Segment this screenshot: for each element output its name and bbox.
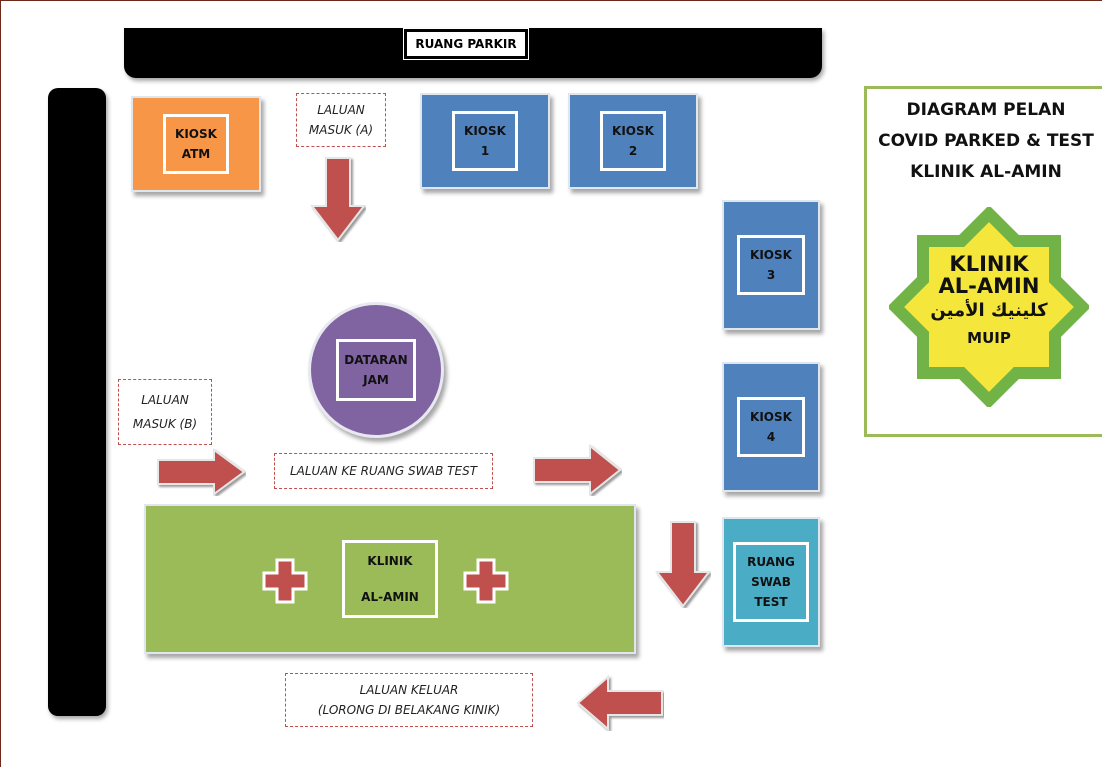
clinic-logo-icon: [889, 207, 1089, 407]
logo-muip: MUIP: [967, 329, 1011, 347]
kiosk-4: KIOSK 4: [722, 362, 820, 492]
arrow-right-to-swab-icon: [533, 444, 622, 496]
route-entry-a: LALUAN MASUK (A): [296, 93, 386, 147]
route-entry-a-label: LALUAN MASUK (A): [308, 103, 374, 137]
kiosk-1: KIOSK 1: [420, 93, 550, 189]
swab-room: RUANG SWAB TEST: [722, 517, 820, 647]
kiosk-atm-label: KIOSK ATM: [163, 114, 229, 174]
arrow-left-exit-icon: [576, 675, 663, 731]
kiosk-2: KIOSK 2: [568, 93, 698, 189]
route-entry-b: LALUAN MASUK (B): [118, 379, 212, 445]
parking-label-box: RUANG PARKIR: [403, 28, 529, 60]
route-to-swab-label: LALUAN KE RUANG SWAB TEST: [289, 464, 478, 478]
kiosk-4-label: KIOSK 4: [737, 397, 805, 457]
clinic-label: KLINIK AL-AMIN: [342, 540, 438, 618]
arrow-down-entry-a-icon: [310, 157, 366, 242]
parking-label: RUANG PARKIR: [415, 37, 517, 51]
route-exit-label: LALUAN KELUAR (LORONG DI BELAKANG KINIK): [317, 683, 501, 717]
title-line-3: KLINIK AL-AMIN: [910, 162, 1062, 182]
arrow-right-entry-b-icon: [157, 448, 246, 496]
title-panel: DIAGRAM PELAN COVID PARKED & TEST KLINIK…: [864, 86, 1102, 437]
kiosk-atm: KIOSK ATM: [131, 96, 261, 192]
left-wall-bar: [48, 88, 106, 716]
plaza-label: DATARAN JAM: [336, 339, 416, 401]
red-cross-right-icon: [463, 558, 509, 604]
plaza-circle: DATARAN JAM: [308, 302, 444, 438]
route-exit: LALUAN KELUAR (LORONG DI BELAKANG KINIK): [285, 673, 533, 727]
swab-room-label: RUANG SWAB TEST: [733, 542, 809, 622]
route-to-swab: LALUAN KE RUANG SWAB TEST: [274, 453, 493, 489]
kiosk-2-label: KIOSK 2: [600, 111, 666, 171]
logo-line-1: KLINIK: [949, 252, 1029, 276]
kiosk-3: KIOSK 3: [722, 200, 820, 330]
kiosk-3-label: KIOSK 3: [737, 235, 805, 295]
logo-text: KLINIK AL-AMIN كلينيك الأمين MUIP: [889, 253, 1089, 351]
title-panel-heading: DIAGRAM PELAN COVID PARKED & TEST KLINIK…: [867, 95, 1103, 188]
logo-arabic: كلينيك الأمين: [930, 300, 1048, 321]
route-entry-b-label: LALUAN MASUK (B): [132, 393, 198, 431]
title-line-1: DIAGRAM PELAN: [906, 100, 1066, 120]
kiosk-1-label: KIOSK 1: [452, 111, 518, 171]
red-cross-left-icon: [262, 558, 308, 604]
title-line-2: COVID PARKED & TEST: [878, 131, 1094, 151]
arrow-down-to-swab-icon: [655, 521, 711, 608]
clinic-building: KLINIK AL-AMIN: [144, 504, 636, 654]
logo-line-2: AL-AMIN: [938, 274, 1040, 298]
